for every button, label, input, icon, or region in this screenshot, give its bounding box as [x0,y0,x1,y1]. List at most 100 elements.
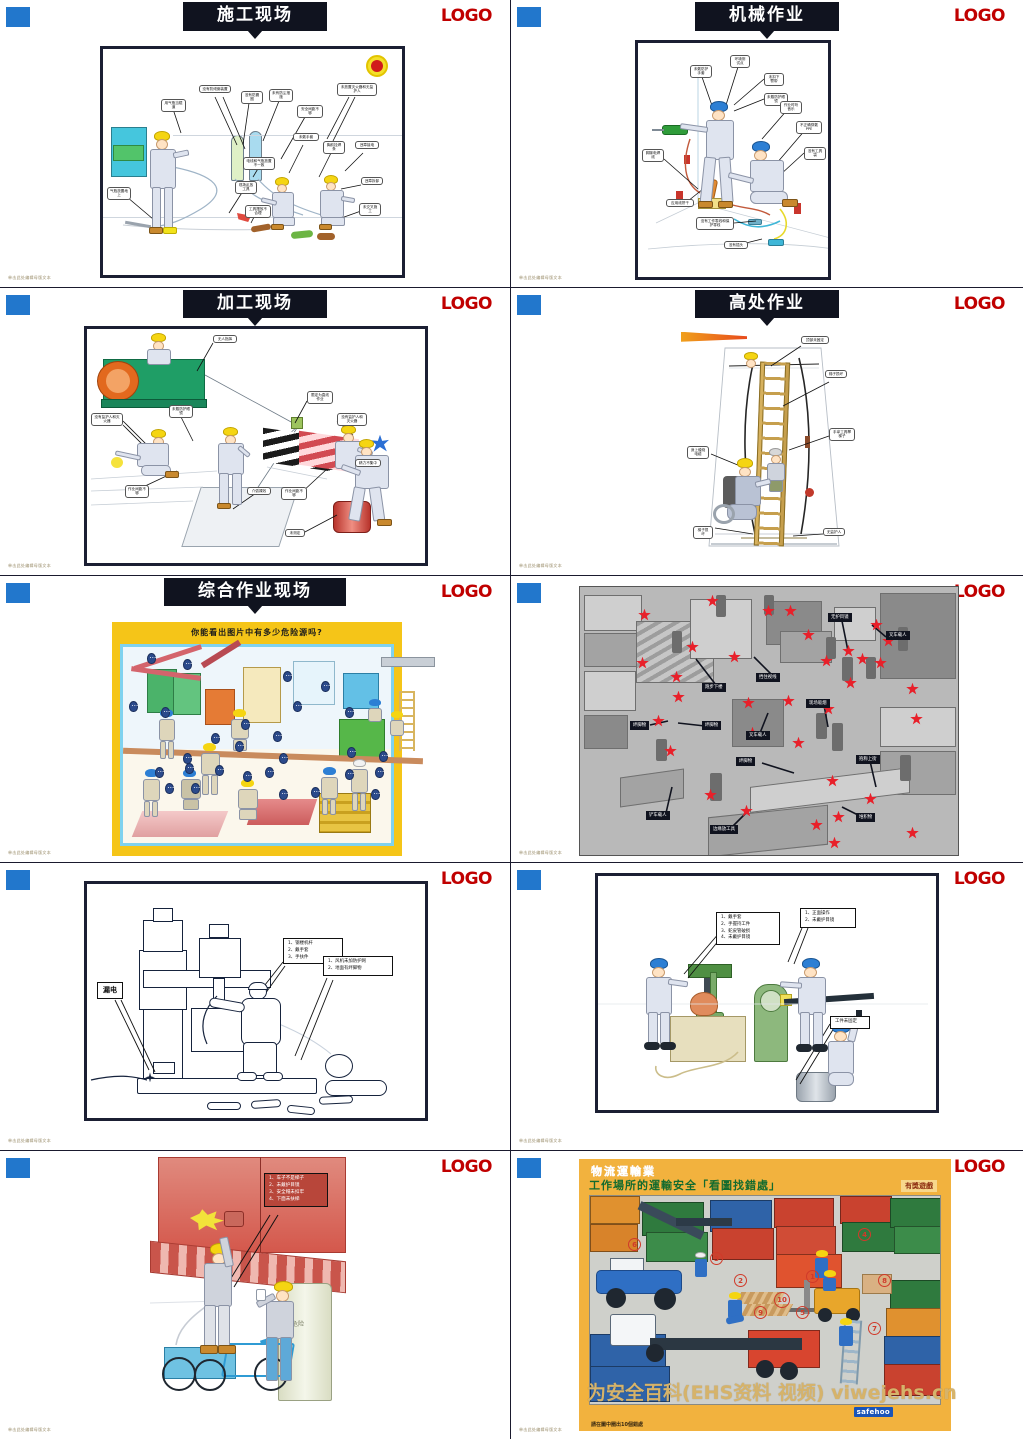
callout: 精力不集中 [355,458,381,468]
logo-placeholder: LOGO [953,581,1006,602]
hazard-marker [283,670,292,682]
helmet-yellow [824,1270,836,1278]
worker-leg [828,1072,854,1087]
slide-thumbnail-6[interactable]: LOGO 单击此处编辑母版文本 [511,575,1023,864]
hazard-star [686,640,699,653]
callout-list-2: 1、风机未加防护网 2、地面有绊脚物 [323,956,393,976]
container [894,1226,940,1255]
poster-illustration [120,639,435,846]
slide-thumbnail-9[interactable]: LOGO 单击此处编辑母版文本 危险 [0,1151,511,1439]
person [672,630,682,653]
worker-boot [271,224,284,230]
worker-kneeling [727,141,804,217]
worker-leg [322,798,328,815]
spark-leak [145,1072,155,1083]
callout-workpiece: 工件未固定 [830,1016,870,1029]
worker-torso [750,160,784,192]
worker-kneeling-a [260,177,305,239]
tool-red-c [794,203,801,214]
callout: 未戴防护手套 [690,65,712,78]
warning-ribbon [681,331,747,342]
container [710,1200,772,1233]
forklift-driver [822,1270,838,1292]
hazard-label: 绊脚物 [702,720,722,730]
worker [235,778,263,823]
worker-at-drill [642,958,689,1054]
worker-leg [160,740,166,759]
worker-boot-left [698,201,713,208]
tool-brown-2 [317,233,335,240]
slide-footer: 单击此处编辑母版文本 [519,274,562,280]
worker-climbing [765,447,789,494]
slide-thumbnail-10[interactable]: LOGO 单击此处编辑母版文本 物流運輸業 工作場所的運輸安全「看圖找錯處」 有… [511,1151,1023,1439]
helmet-yellow [391,710,403,718]
slide-thumbnail-7[interactable]: LOGO 单击此处编辑母版文本 [0,863,511,1152]
slide-thumbnail-5[interactable]: LOGO 综合作业现场 单击此处编辑母版文本 你能看出图片中有多少危险源吗? [0,575,511,864]
callout: 没有工作零线和保护零线 [696,217,734,230]
callout: 违章接电 [355,141,379,150]
worker-boot-right [718,201,733,208]
slide-footer: 单击此处编辑母版文本 [519,1138,562,1144]
slide-footer: 单击此处编辑母版文本 [519,1426,562,1432]
work-bench [880,706,956,747]
callout: 未扣下颚带 [764,73,784,86]
connector-b [768,239,784,246]
drill-press-quill [704,978,710,997]
hazard-star [822,702,835,715]
hazard-star [706,594,719,607]
hazard-label: 绊脚物 [736,756,756,766]
worker-leg-left [800,1012,810,1047]
hazard-star [728,650,741,663]
hazard-star [740,804,753,817]
hazard-marker [375,766,384,778]
worker-boot [200,1345,218,1355]
hazard-number: 9 [754,1306,767,1320]
hazard-number: 5 [796,1306,809,1320]
slide-thumbnail-4[interactable]: LOGO 高处作业 单击此处编辑母版文本 [511,287,1023,576]
hazard-star [856,652,869,665]
tool-red [237,213,251,222]
worker-torso [646,977,672,1016]
wheel-mid [194,1359,226,1392]
worker-body [823,1278,836,1292]
slide-thumbnail-3[interactable]: LOGO 加工现场 单击此处编辑母版文本 [0,287,511,576]
hazard-star [910,712,923,725]
worker-cutting [114,428,183,481]
hazard-marker [265,766,274,778]
callout: 违章拆卸 [361,177,383,186]
poster-heading: 你能看出图片中有多少危险源吗? [191,627,323,637]
hazard-marker [347,746,356,758]
accent-square [6,1158,30,1179]
callout: 未戴防护眼镜 [169,404,193,418]
hazard-star [784,604,797,617]
worker-torso [143,778,160,801]
illustration-area: 顶部未固定 梯子损坏 手拿工具攀梯子 身上缠绕电缆 梯子损坏 无监护人 [681,328,861,568]
person [842,656,853,681]
scaffold-frame [381,656,435,667]
callout: 作业时听音乐 [780,101,802,114]
callout-list-2: 1、正面操作 2、未戴护目镜 [800,908,856,928]
worker [319,766,341,817]
orange-cabinet [205,688,235,725]
person [764,594,774,615]
watermark-text: 为安全百科(EHS资料 视频) viwejehs.cn [587,1381,957,1404]
logo-placeholder: LOGO [953,1157,1006,1178]
worker-boot [217,502,231,509]
truck-cab [610,1314,656,1347]
hazard-marker [311,786,320,798]
hazard-star [906,826,919,839]
worker-right-a [331,424,374,487]
slide-thumbnail-2[interactable]: LOGO 机械作业 单击此处编辑母版文本 [511,0,1023,288]
worker-leg [141,464,171,476]
container [590,1196,640,1225]
hazard-marker [241,718,250,730]
worker-leg [750,191,788,204]
slide-thumbnail-1[interactable]: LOGO 施工现场 单击此处编辑母版文本 [0,0,511,288]
hazard-number: 7 [868,1322,881,1336]
helmet-white [353,758,366,767]
callout: 没有插头 [724,241,748,250]
container [890,1280,940,1311]
worker-torso [150,149,176,189]
hazard-number: 10 [774,1292,790,1309]
slide-thumbnail-8[interactable]: LOGO 单击此处编辑母版文本 [511,863,1023,1152]
